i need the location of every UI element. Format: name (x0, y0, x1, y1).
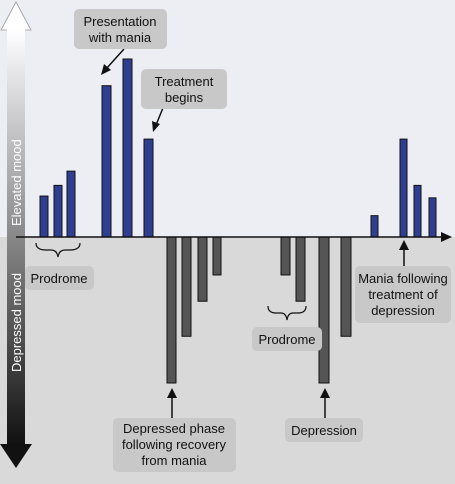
elevated-bar-recovery (399, 138, 408, 238)
axis-label-depressed: Depressed mood (9, 273, 24, 372)
svg-text:Treatment: Treatment (155, 74, 214, 89)
elevated-bar-recovery (413, 184, 422, 238)
elevated-bar-mania (143, 138, 154, 238)
svg-text:with mania: with mania (88, 30, 152, 45)
depressed-bar-post-mania (181, 236, 192, 337)
depressed-bar-post-mania (212, 236, 222, 276)
depressed-bar-depression (340, 236, 352, 337)
elevated-bar-recovery (370, 215, 379, 238)
svg-text:treatment of: treatment of (368, 287, 438, 302)
depressed-bar-depression (318, 236, 330, 384)
depressed-bar-post-mania (197, 236, 208, 302)
elevated-bar-recovery (428, 197, 437, 238)
depressed-bar-prodrome (280, 236, 291, 276)
svg-text:depression: depression (371, 303, 435, 318)
depressed-bar-post-mania (166, 236, 177, 384)
elevated-bar-mania (122, 58, 133, 238)
svg-text:Prodrome: Prodrome (30, 271, 87, 286)
depressed-bar-prodrome (295, 236, 306, 302)
prodrome-brace-left (35, 242, 81, 258)
svg-text:Depressed phase: Depressed phase (123, 421, 225, 436)
time-axis-arrow (16, 232, 452, 242)
prodrome-brace-right (267, 305, 307, 321)
label-depressed-phase: Depressed phase following recovery from … (113, 418, 236, 472)
elevated-bar-mania (101, 85, 112, 238)
axis-label-elevated: Elevated mood (9, 139, 24, 226)
svg-text:Presentation: Presentation (84, 14, 157, 29)
svg-text:Prodrome: Prodrome (258, 332, 315, 347)
elevated-bar-prodrome (39, 195, 49, 238)
elevated-bar-prodrome (53, 184, 63, 238)
label-presentation-with-mania: Presentation with mania (74, 9, 167, 49)
svg-text:Mania following: Mania following (358, 271, 448, 286)
elevated-bar-prodrome (66, 170, 76, 238)
label-mania-following-treatment: Mania following treatment of depression (355, 266, 451, 323)
svg-text:following recovery: following recovery (122, 437, 227, 452)
depressed-bars (166, 236, 352, 384)
label-prodrome-right: Prodrome (252, 327, 322, 351)
svg-text:from mania: from mania (141, 453, 207, 468)
label-depression: Depression (285, 418, 363, 442)
label-treatment-begins: Treatment begins (141, 69, 227, 109)
svg-text:begins: begins (165, 90, 204, 105)
svg-text:Depression: Depression (291, 423, 357, 438)
label-prodrome-left: Prodrome (25, 266, 94, 290)
